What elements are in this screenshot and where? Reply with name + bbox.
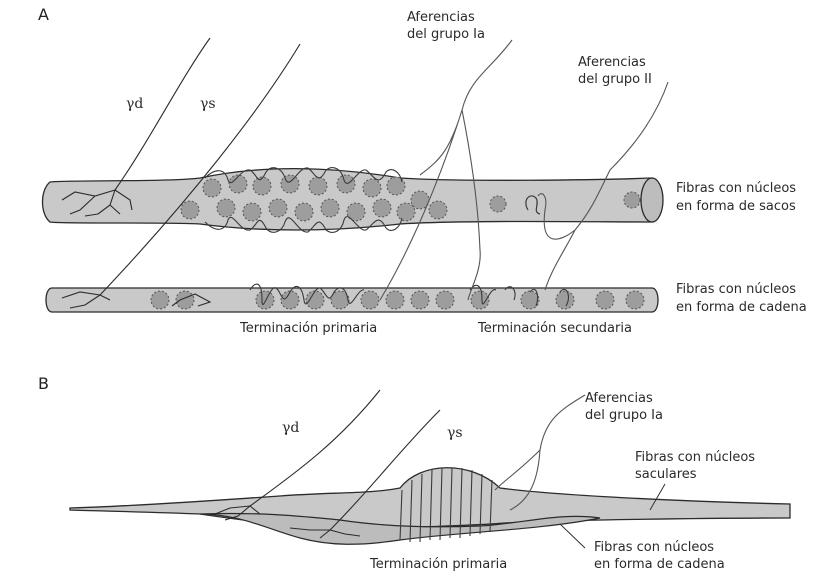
chain-nucleus xyxy=(626,291,644,309)
group-ia-label-a-line2: del grupo Ia xyxy=(407,26,485,43)
bag-nucleus xyxy=(429,201,447,219)
secondary-ending-label: Terminación secundaria xyxy=(478,320,632,337)
chain-nucleus xyxy=(176,291,194,309)
group-ia-label-a-line1: Aferencias xyxy=(407,9,475,26)
bag-nucleus xyxy=(217,199,235,217)
group-ii-label-line1: Aferencias xyxy=(578,54,646,71)
chain-nucleus xyxy=(436,291,454,309)
gamma-d-label-b: γd xyxy=(282,420,299,437)
panel-a-letter: A xyxy=(38,6,49,23)
saccular-label-line1: Fibras con núcleos xyxy=(635,449,755,466)
group-ia-label-b-line1: Aferencias xyxy=(585,390,653,407)
chain-label-b-line1: Fibras con núcleos xyxy=(594,539,714,556)
bag-nucleus xyxy=(203,179,221,197)
group-ii-label-line2: del grupo II xyxy=(578,71,652,88)
bag-nucleus xyxy=(490,196,506,212)
chain-pointer xyxy=(560,524,585,548)
bag-nucleus xyxy=(309,177,327,195)
bag-fibers-label-line2: en forma de sacos xyxy=(676,198,796,215)
bag-nucleus xyxy=(243,203,261,221)
saccular-label-line2: saculares xyxy=(635,466,697,483)
chain-nucleus xyxy=(596,291,614,309)
chain-label-b-line2: en forma de cadena xyxy=(594,556,725,573)
panel-b-letter: B xyxy=(38,375,49,392)
primary-ending-label-a: Terminación primaria xyxy=(240,320,377,337)
bag-nucleus xyxy=(295,203,313,221)
bag-nucleus xyxy=(387,177,405,195)
chain-fibers-label-line1: Fibras con núcleos xyxy=(676,281,796,298)
chain-nucleus xyxy=(411,291,429,309)
bag-fibers-label-line1: Fibras con núcleos xyxy=(676,180,796,197)
bag-nucleus xyxy=(229,175,247,193)
bag-nucleus xyxy=(321,199,339,217)
bag-nucleus xyxy=(253,177,271,195)
chain-nucleus xyxy=(361,291,379,309)
chain-fibers-label-line2: en forma de cadena xyxy=(676,299,807,316)
chain-nucleus xyxy=(151,291,169,309)
gamma-d-label-a: γd xyxy=(126,96,143,113)
bag-nucleus xyxy=(624,192,640,208)
bag-nucleus xyxy=(181,201,199,219)
bag-nucleus xyxy=(269,199,287,217)
chain-nucleus xyxy=(306,291,324,309)
chain-nucleus xyxy=(256,291,274,309)
bag-nucleus xyxy=(363,179,381,197)
bag-nucleus xyxy=(281,175,299,193)
group-ia-afferent-a xyxy=(380,40,512,300)
chain-nucleus xyxy=(556,291,574,309)
chain-nucleus xyxy=(521,291,539,309)
chain-nucleus xyxy=(281,291,299,309)
group-ia-label-b-line2: del grupo Ia xyxy=(585,407,663,424)
gamma-s-label-a: γs xyxy=(200,96,216,113)
bag-nucleus xyxy=(397,203,415,221)
chain-nucleus xyxy=(386,291,404,309)
bag-nucleus xyxy=(373,199,391,217)
gamma-s-label-b: γs xyxy=(447,425,463,442)
primary-ending-label-b: Terminación primaria xyxy=(370,556,507,573)
bag-nucleus xyxy=(337,175,355,193)
